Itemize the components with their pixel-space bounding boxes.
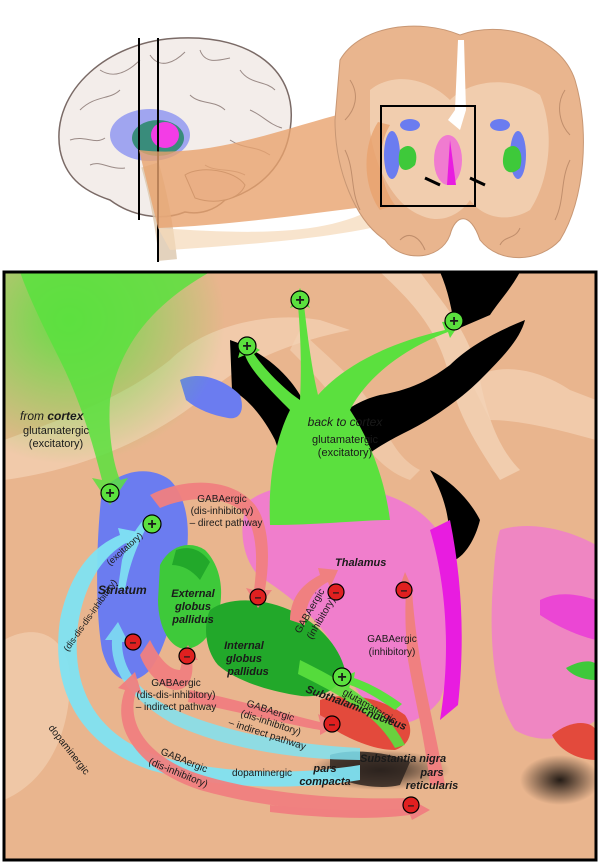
svg-text:–: –: [184, 649, 191, 663]
plus-badge: +: [290, 290, 310, 310]
pathway-back-to-cortex: [238, 288, 462, 525]
svg-text:+: +: [147, 516, 156, 533]
back-to-cortex-effect: (excitatory): [318, 447, 372, 459]
gaba-indirect-1: GABAergic: [151, 678, 200, 689]
internal-gp-2: globus: [225, 653, 262, 665]
external-gp-3: pallidus: [171, 614, 214, 626]
pathway-gpi-thalamus: [290, 568, 338, 625]
gaba-inhib-b2: (inhibitory): [369, 647, 416, 658]
svg-text:–: –: [130, 635, 137, 649]
brain-coronal-section: [334, 25, 584, 259]
svg-text:+: +: [449, 313, 458, 330]
minus-badge: –: [395, 581, 413, 599]
pathway-dis-dis-dis: [105, 622, 360, 760]
gaba-direct-1: GABAergic: [197, 494, 246, 505]
minus-badge: –: [249, 588, 267, 606]
sn-label: Substantia nigra: [360, 753, 446, 765]
svg-text:–: –: [329, 717, 336, 731]
panel-frame: [2, 270, 598, 862]
thalamus-label: Thalamus: [335, 557, 386, 569]
internal-gp-3: pallidus: [226, 666, 269, 678]
pathway-stn-gpi: [340, 672, 402, 710]
striatum-label: Striatum: [98, 583, 147, 597]
minus-badge: –: [402, 796, 420, 814]
minus-badge: –: [124, 633, 142, 651]
sn-pr-2: reticularis: [406, 780, 459, 792]
plus-badge: +: [237, 336, 257, 356]
sign-badges: + + + + + + – – – – – – –: [100, 290, 464, 814]
svg-text:–: –: [255, 590, 262, 604]
svg-text:+: +: [295, 292, 304, 309]
minus-badge: –: [323, 715, 341, 733]
back-to-cortex-type: glutamatergic: [312, 434, 379, 446]
gaba-direct-3: – direct pathway: [190, 518, 263, 529]
gaba-inhib-b1: GABAergic: [367, 634, 416, 645]
pathway-gaba-sn: [118, 672, 410, 812]
svg-text:–: –: [401, 583, 408, 597]
pathway-gpe-stn: [188, 690, 338, 735]
pathway-from-cortex: [20, 272, 210, 505]
external-gp-1: External: [171, 588, 215, 600]
gaba-direct-2: (dis-inhibitory): [191, 506, 254, 517]
gaba-indirect-3: – indirect pathway: [136, 702, 217, 713]
plus-badge: +: [142, 514, 162, 534]
internal-gp-1: Internal: [224, 640, 265, 652]
external-gp-2: globus: [174, 601, 211, 613]
minus-badge: –: [327, 583, 345, 601]
sn-pc-1: pars: [312, 763, 336, 775]
svg-text:+: +: [337, 669, 346, 686]
projection-wedge: [139, 105, 380, 228]
sn-pr-1: pars: [419, 767, 443, 779]
svg-text:–: –: [333, 585, 340, 599]
svg-text:+: +: [242, 338, 251, 355]
pathways: [20, 272, 462, 820]
dopaminergic-b: dopaminergic: [232, 768, 292, 779]
from-cortex-label: from cortex: [20, 409, 85, 423]
svg-text:+: +: [105, 485, 114, 502]
from-cortex-type: glutamatergic: [23, 425, 90, 437]
plus-badge: +: [100, 483, 120, 503]
svg-text:–: –: [408, 798, 415, 812]
from-cortex-effect: (excitatory): [29, 438, 83, 450]
plus-badge: +: [444, 311, 464, 331]
minus-badge: –: [178, 647, 196, 665]
back-to-cortex-label: back to cortex: [308, 415, 384, 429]
plus-badge: +: [332, 667, 352, 687]
zoom-box: [380, 105, 476, 207]
gaba-indirect-2: (dis-dis-inhibitory): [137, 690, 216, 701]
pathway-snr-thalamus: [398, 572, 445, 785]
sn-pc-2: compacta: [299, 776, 350, 788]
